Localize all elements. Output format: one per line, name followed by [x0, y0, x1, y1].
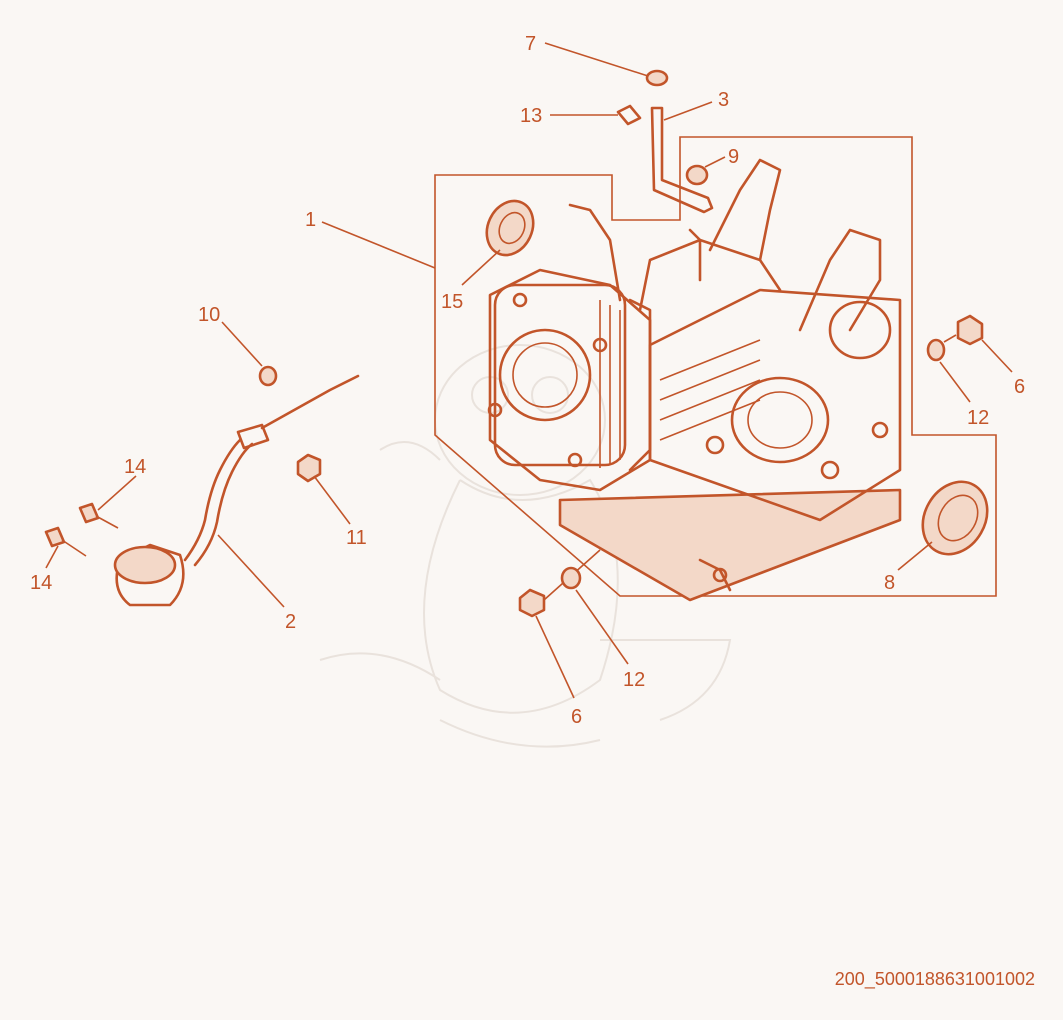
- leader-lines: [45, 42, 1013, 699]
- clip-part-13: [616, 104, 642, 126]
- callout-label: 9: [728, 146, 739, 168]
- plug-part-9: [685, 164, 709, 186]
- callout-label: 6: [1014, 376, 1025, 398]
- screw-part-14-upper: [78, 502, 119, 529]
- oil-seal-part-8: [921, 480, 989, 556]
- document-code: 200_5000188631001002: [834, 969, 1035, 989]
- callout-label: 14: [30, 572, 52, 594]
- washer-part-12-right: [926, 338, 946, 362]
- watermark-illustration: [319, 344, 732, 748]
- callout-label: 12: [623, 669, 645, 691]
- callout-label: 12: [967, 407, 989, 429]
- washer-part-10: [258, 365, 278, 387]
- oil-seal-part-15: [485, 199, 535, 257]
- callout-label: 6: [571, 706, 582, 728]
- callout-label: 1: [305, 209, 316, 231]
- callout-label: 2: [285, 611, 296, 633]
- oil-sensor-part-2: [113, 374, 360, 607]
- callout-label: 11: [346, 527, 367, 549]
- nut-part-11: [296, 453, 322, 483]
- callout-label: 14: [124, 456, 146, 478]
- callout-label: 13: [520, 105, 542, 127]
- callout-label: 15: [441, 291, 463, 313]
- callout-label: 10: [198, 304, 220, 326]
- callout-label: 7: [525, 33, 536, 55]
- screw-part-14-lower: [44, 526, 87, 557]
- assembly-bracket: [434, 136, 997, 597]
- callout-labels: 7 3 13 9 1 15 10 6 12 14 11 14 2 8 12 6: [30, 33, 1025, 728]
- bolt-part-6-right: [943, 314, 984, 346]
- washer-part-12-lower: [560, 566, 582, 590]
- rod-part-3: [650, 106, 714, 214]
- nut-part-7: [645, 69, 669, 87]
- callout-label: 3: [718, 89, 729, 111]
- crankcase-part: [487, 158, 902, 602]
- callout-label: 8: [884, 572, 895, 594]
